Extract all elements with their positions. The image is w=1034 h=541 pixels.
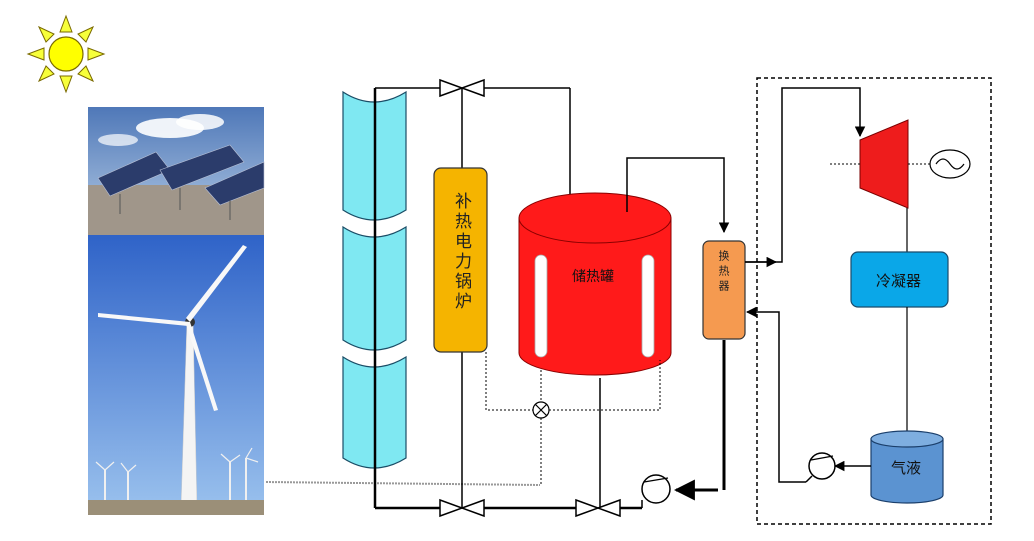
sun-icon bbox=[26, 14, 106, 94]
generator-sine-icon bbox=[929, 149, 971, 179]
pump-icon[interactable] bbox=[641, 474, 671, 504]
condenser bbox=[850, 251, 949, 308]
heat-exchanger bbox=[702, 240, 746, 340]
valve-icon[interactable] bbox=[575, 498, 621, 518]
wind-turbine-photo bbox=[88, 235, 264, 515]
pump-icon[interactable] bbox=[808, 452, 836, 480]
valve-icon[interactable] bbox=[439, 78, 485, 98]
condenser-label: 冷凝器 bbox=[876, 272, 922, 290]
electric-boiler bbox=[433, 167, 488, 353]
solar-panel-photo bbox=[88, 107, 265, 235]
tank-label: 储热罐 bbox=[572, 269, 614, 285]
exchanger-label: 换热器 bbox=[717, 250, 730, 295]
separator-label: 气液 bbox=[891, 459, 922, 477]
power-cycle-box bbox=[756, 77, 992, 525]
mixing-valve-icon[interactable] bbox=[532, 401, 550, 419]
gas-liquid-separator bbox=[870, 430, 944, 504]
boiler-label: 补热电力锅炉 bbox=[451, 192, 471, 312]
storage-tank bbox=[518, 192, 672, 376]
valve-icon[interactable] bbox=[439, 498, 485, 518]
power-line bbox=[265, 481, 541, 486]
turbine bbox=[859, 119, 909, 209]
control-lines bbox=[485, 352, 661, 484]
